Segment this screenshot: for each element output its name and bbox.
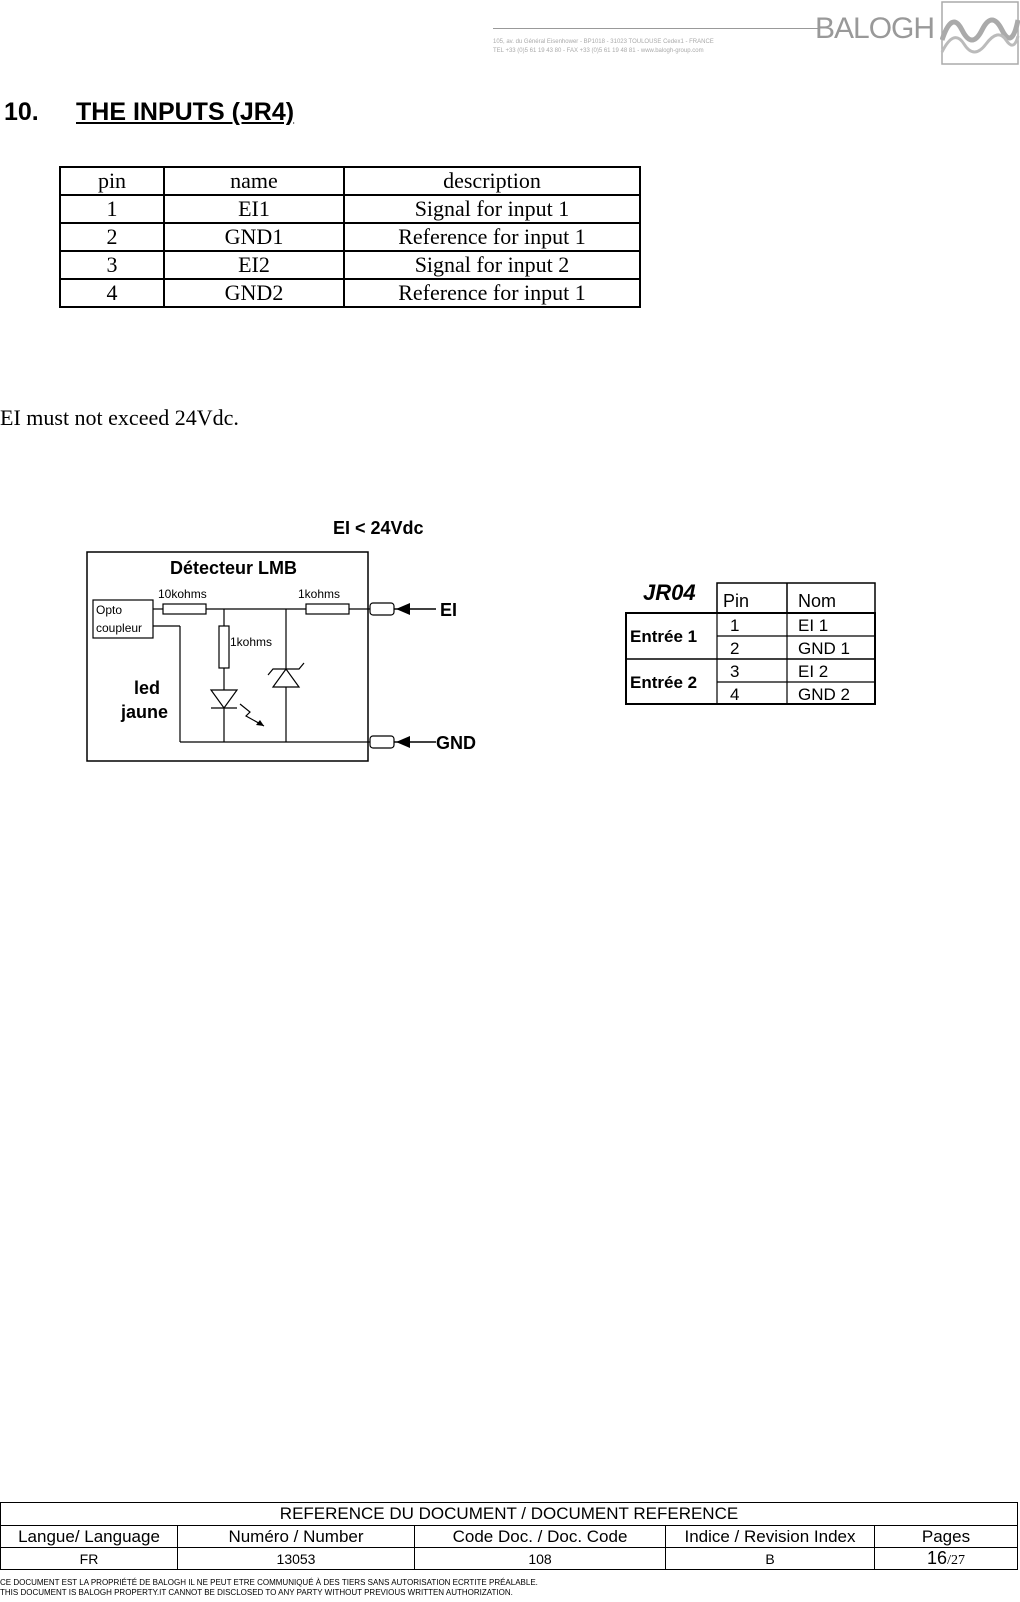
jr04-nom-2: GND 1: [798, 639, 850, 658]
voltage-limit-label: EI < 24Vdc: [333, 518, 424, 538]
cell-pin: 4: [59, 278, 165, 308]
jr04-col-nom: Nom: [798, 591, 836, 611]
zener-diode-icon: [271, 667, 301, 688]
jr04-col-pin: Pin: [723, 591, 749, 611]
jr04-nom-1: EI 1: [798, 616, 828, 635]
table-header-row: pin name description: [59, 166, 641, 196]
col-language: Langue/ Language: [0, 1525, 178, 1548]
jr04-nom-3: EI 2: [798, 662, 828, 681]
cell-description: Signal for input 2: [343, 250, 641, 280]
jr04-pin-4: 4: [730, 685, 739, 704]
detector-box: [86, 551, 369, 762]
detector-title: Détecteur LMB: [170, 558, 297, 578]
jr04-pin-3: 3: [730, 662, 739, 681]
table-row: 2 GND1 Reference for input 1: [59, 222, 641, 252]
value-revision: B: [665, 1547, 875, 1570]
cell-pin: 3: [59, 250, 165, 280]
jr04-group-2: Entrée 2: [630, 673, 697, 692]
table-row: 3 EI2 Signal for input 2: [59, 250, 641, 280]
light-emission-icon: [239, 703, 265, 727]
header-description: description: [343, 166, 641, 196]
opto-label-2: coupleur: [96, 621, 142, 635]
value-pages: 16/27: [874, 1547, 1018, 1570]
header-rule: [493, 28, 818, 29]
company-logo-wave-icon: [940, 1, 1020, 65]
confidentiality-notice: CE DOCUMENT EST LA PROPRIÉTÉ DE BALOGH I…: [0, 1578, 538, 1598]
jr04-title: JR04: [643, 580, 696, 605]
gnd-arrow-icon: [396, 736, 410, 748]
address-line-2: TEL +33 (0)5 61 19 43 80 - FAX +33 (0)5 …: [493, 48, 704, 54]
table-row: 4 GND2 Reference for input 1: [59, 278, 641, 308]
col-number: Numéro / Number: [177, 1525, 415, 1548]
company-address: 105, av. du Général Eisenhower - BP1018 …: [493, 38, 793, 56]
resistor-1k-led: [218, 625, 230, 669]
cell-name: GND1: [163, 222, 345, 252]
header-pin: pin: [59, 166, 165, 196]
jr04-group-1: Entrée 1: [630, 627, 697, 646]
cell-pin: 1: [59, 194, 165, 224]
ei-arrow-icon: [396, 603, 410, 615]
value-code: 108: [414, 1547, 666, 1570]
col-pages: Pages: [874, 1525, 1018, 1548]
address-line-1: 105, av. du Général Eisenhower - BP1018 …: [493, 39, 714, 45]
jr04-nom-4: GND 2: [798, 685, 850, 704]
opto-label-1: Opto: [96, 603, 122, 617]
cell-pin: 2: [59, 222, 165, 252]
table-row: 1 EI1 Signal for input 1: [59, 194, 641, 224]
led-label-1: led: [134, 678, 160, 698]
ei-terminal: [369, 602, 395, 616]
cell-name: EI1: [163, 194, 345, 224]
led-label-2: jaune: [120, 702, 168, 722]
cell-description: Reference for input 1: [343, 278, 641, 308]
gnd-label: GND: [436, 733, 476, 753]
cell-description: Signal for input 1: [343, 194, 641, 224]
page-current: 16: [927, 1548, 948, 1568]
reference-title: REFERENCE DU DOCUMENT / DOCUMENT REFEREN…: [0, 1502, 1018, 1526]
cell-description: Reference for input 1: [343, 222, 641, 252]
circuit-diagram: EI < 24Vdc Détecteur LMB Opto coupleur 1…: [86, 518, 476, 762]
cell-name: GND2: [163, 278, 345, 308]
page-total: /27: [947, 1553, 965, 1568]
col-revision: Indice / Revision Index: [665, 1525, 875, 1548]
document-reference-table: REFERENCE DU DOCUMENT / DOCUMENT REFEREN…: [0, 1502, 1018, 1570]
section-number: 10.: [4, 98, 39, 126]
voltage-note: EI must not exceed 24Vdc.: [0, 405, 239, 430]
optocoupler-box: [92, 599, 154, 639]
value-number: 13053: [177, 1547, 415, 1570]
led-diode-icon: [209, 689, 239, 710]
jr04-pin-1: 1: [730, 616, 739, 635]
value-language: FR: [0, 1547, 178, 1570]
jr04-pinout-table: Pin Nom Entrée 1 Entrée 2 1 EI 1 2 GND 1…: [625, 582, 876, 705]
notice-fr: CE DOCUMENT EST LA PROPRIÉTÉ DE BALOGH I…: [0, 1578, 538, 1587]
jr04-pin-2: 2: [730, 639, 739, 658]
section-title: THE INPUTS (JR4): [76, 98, 295, 126]
pin-table: pin name description 1 EI1 Signal for in…: [59, 166, 641, 308]
resistor-10k-label: 10kohms: [158, 587, 207, 601]
resistor-10k: [162, 603, 207, 615]
header-name: name: [163, 166, 345, 196]
resistor-1k-series-label: 1kohms: [298, 587, 340, 601]
notice-en: THIS DOCUMENT IS BALOGH PROPERTY.IT CANN…: [0, 1588, 513, 1597]
ei-label: EI: [440, 600, 457, 620]
cell-name: EI2: [163, 250, 345, 280]
gnd-terminal: [369, 735, 395, 749]
resistor-1k-led-label: 1kohms: [230, 635, 272, 649]
company-logo-text: BALOGH: [815, 12, 935, 45]
col-code: Code Doc. / Doc. Code: [414, 1525, 666, 1548]
resistor-1k-series: [305, 603, 350, 615]
